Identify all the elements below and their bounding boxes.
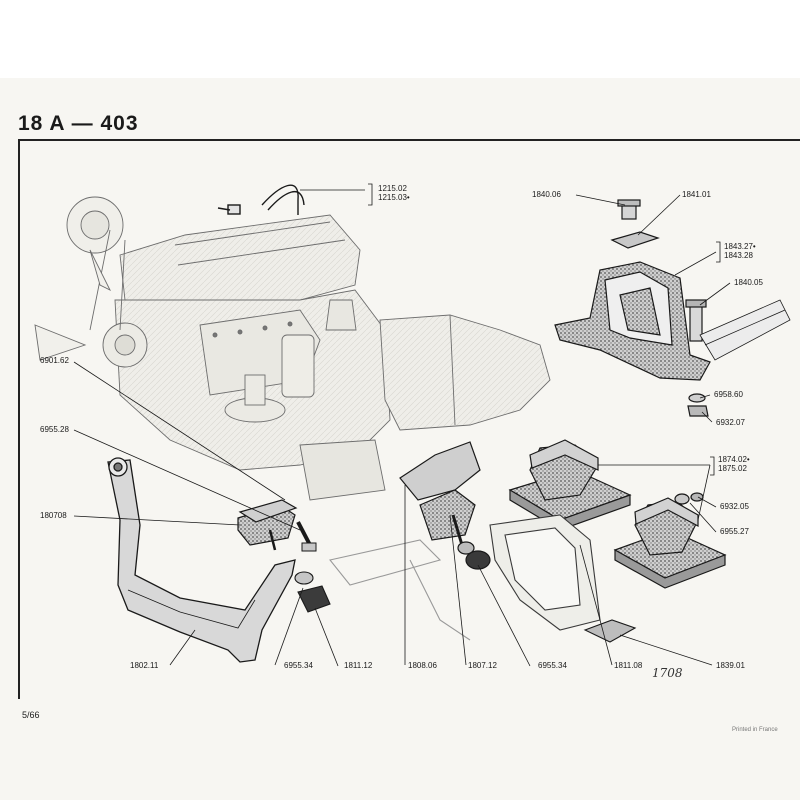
gearbox-mount-bracket	[554, 199, 791, 417]
engine-block	[34, 196, 551, 501]
frame-top-rule	[18, 139, 800, 141]
callout-6955-27: 6955.27	[720, 527, 749, 536]
callout-1843: 1843.27•1843.28	[724, 242, 756, 260]
callout-6932-05: 6932.05	[720, 502, 749, 511]
rubber-mount-front-left	[613, 492, 727, 589]
support-plate	[583, 619, 637, 643]
callout-1807-12: 1807.12	[468, 661, 497, 670]
catalog-sheet	[0, 78, 800, 800]
arm-rubber-pad	[237, 499, 298, 551]
callout-1808-06: 1808.06	[408, 661, 437, 670]
callout-1839-01: 1839.01	[716, 661, 745, 670]
callout-6955-34-right: 6955.34	[538, 661, 567, 670]
callout-1840-06: 1840.06	[532, 190, 561, 199]
printed-in-note: Printed in France	[732, 727, 778, 733]
callout-6932-07: 6932.07	[716, 418, 745, 427]
callout-1841-01: 1841.01	[682, 190, 711, 199]
callout-6955-28: 6955.28	[40, 425, 69, 434]
callout-1874: 1874.02•1875.02	[718, 455, 750, 473]
leader-lines	[73, 183, 731, 667]
callout-1811-12: 1811.12	[344, 661, 373, 670]
rubber-mount-front-right	[508, 439, 632, 531]
callout-1811-08: 1811.08	[614, 661, 643, 670]
callout-180708: 180708	[40, 511, 67, 520]
crossmember-frame	[329, 514, 601, 641]
handwritten-note: 1708	[652, 666, 683, 680]
callout-6955-34-left: 6955.34	[284, 661, 313, 670]
callout-1802-11: 1802.11	[130, 661, 159, 670]
page-number: 5/66	[22, 710, 40, 720]
callout-1840-05: 1840.05	[734, 278, 763, 287]
washer-and-bush	[294, 571, 331, 613]
page-title: 18 A — 403	[18, 112, 139, 135]
front-support-arm	[107, 457, 296, 663]
bolt-6955-28	[296, 521, 317, 552]
rear-mount-assembly	[399, 441, 491, 570]
callout-6901-62: 6901.62	[40, 356, 69, 365]
breather-pipe	[217, 184, 305, 215]
callout-6958-60: 6958.60	[714, 390, 743, 399]
frame-left-rule	[18, 139, 20, 699]
